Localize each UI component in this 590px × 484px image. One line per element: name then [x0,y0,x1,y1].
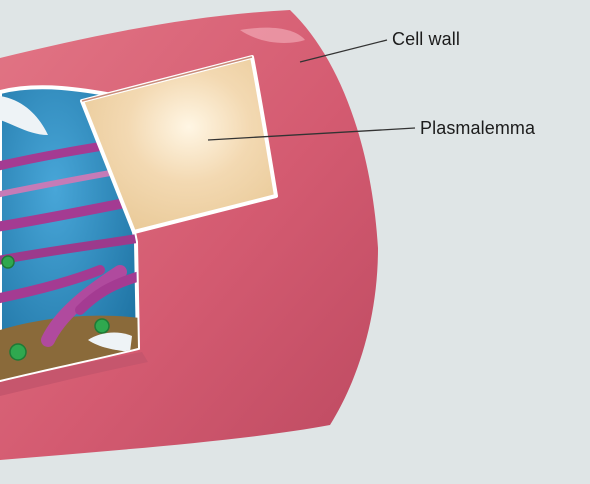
label-cell-wall: Cell wall [392,29,460,50]
label-plasmalemma: Plasmalemma [420,118,535,139]
organelle-2 [95,319,109,333]
organelle-3 [2,256,14,268]
organelle-1 [10,344,26,360]
